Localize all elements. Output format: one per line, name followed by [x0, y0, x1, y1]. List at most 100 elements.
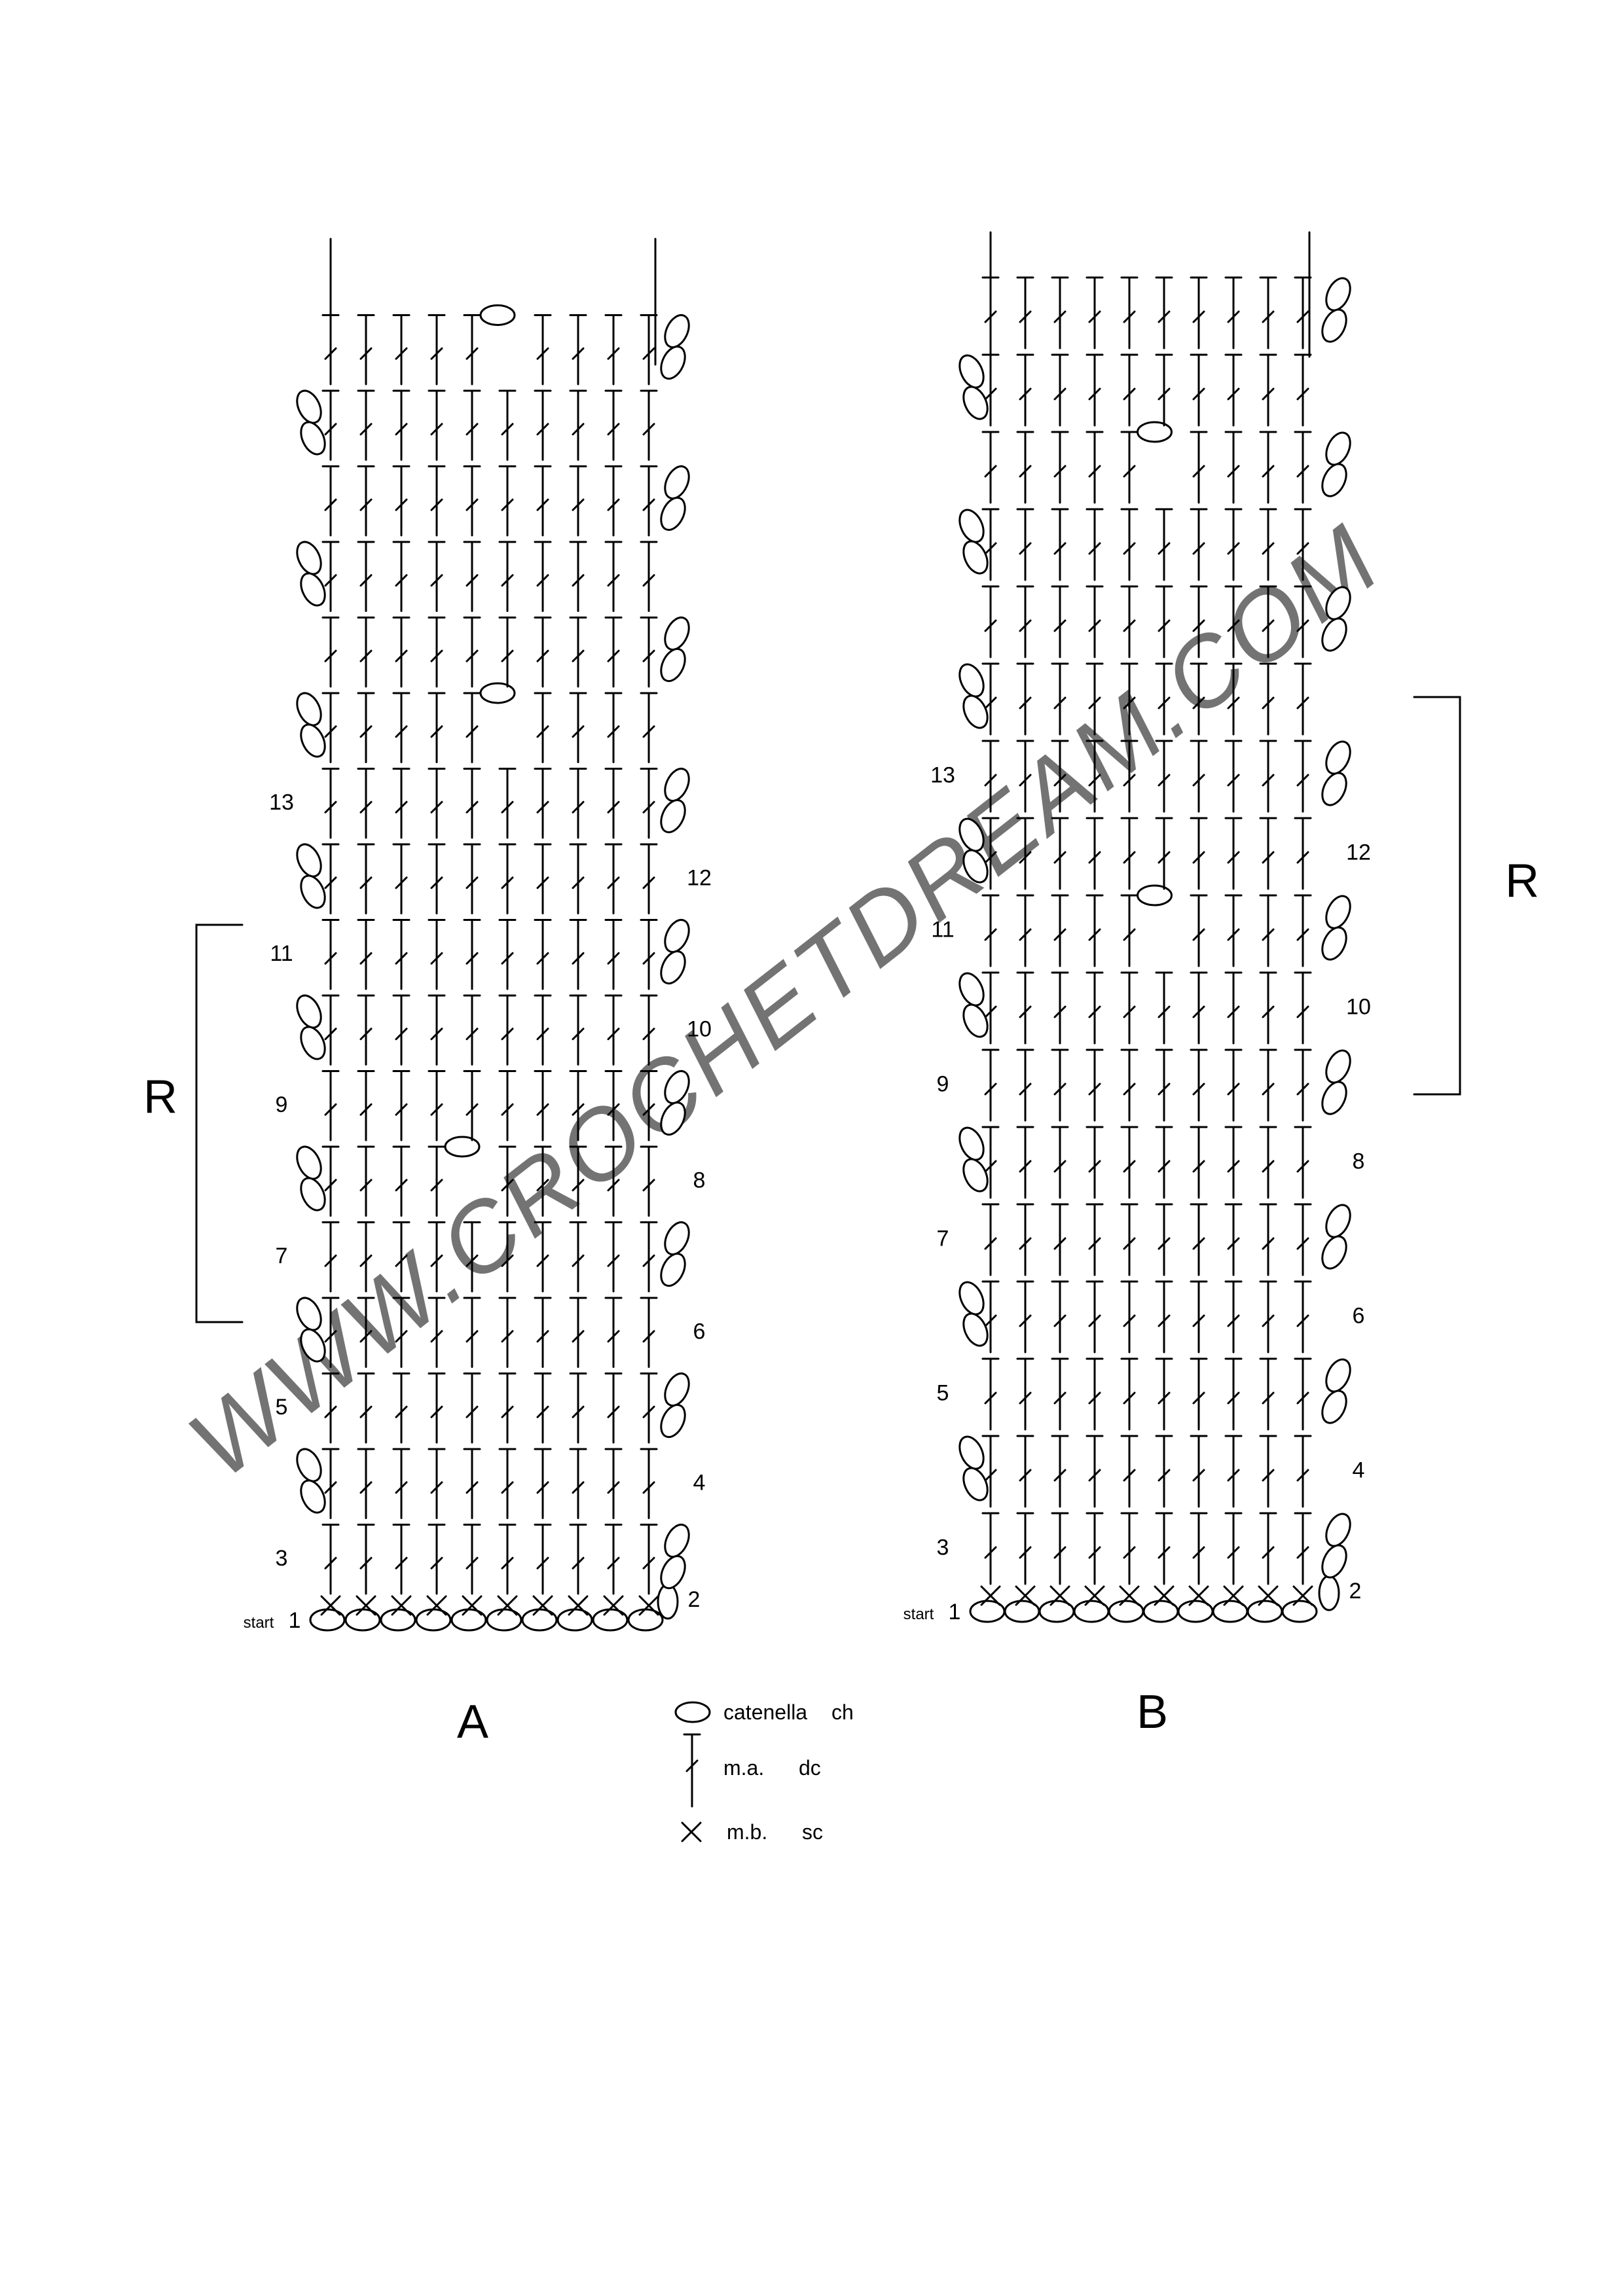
dc-stitch [430, 725, 443, 738]
sc-stitch [568, 1595, 589, 1616]
dc-stitch [1088, 1237, 1101, 1250]
dc-stitch [1088, 1469, 1101, 1482]
dc-stitch [501, 1405, 514, 1418]
sc-stitch [1223, 1585, 1244, 1606]
foundation-chain [521, 1608, 558, 1632]
foundation-chain [309, 1608, 346, 1632]
dc-stitch [501, 498, 514, 511]
row-number: 7 [937, 1227, 949, 1251]
legend-dc-it: m.a. [723, 1756, 764, 1780]
dc-stitch [1123, 1469, 1136, 1482]
dc-stitch [536, 498, 549, 511]
sc-stitch [1084, 1585, 1105, 1606]
turning-chain [1321, 926, 1347, 961]
dc-stitch [1262, 542, 1275, 555]
dc-stitch [984, 928, 997, 941]
dc-stitch [465, 725, 479, 738]
dc-stitch [1123, 1391, 1136, 1405]
turning-chain [1325, 586, 1351, 620]
dc-stitch [572, 1254, 585, 1267]
turning-chain [296, 389, 322, 424]
dc-stitch [607, 876, 620, 889]
dc-stitch [465, 574, 479, 587]
dc-stitch [642, 649, 655, 662]
dc-stitch [642, 574, 655, 587]
dc-stitch [430, 423, 443, 436]
turning-chain [1321, 1081, 1347, 1115]
dc-stitch [324, 1556, 337, 1570]
start-label: start [244, 1614, 274, 1632]
turning-chain [958, 817, 985, 852]
foundation-chain [450, 1608, 487, 1632]
dc-stitch [984, 1469, 997, 1482]
dc-stitch [1227, 310, 1240, 323]
dc-stitch [1262, 465, 1275, 478]
dc-stitch [1192, 851, 1205, 864]
dc-stitch [1088, 928, 1101, 941]
row-number: 7 [276, 1244, 288, 1268]
dc-stitch [536, 1254, 549, 1267]
dc-stitch [395, 1330, 408, 1343]
dc-stitch [1088, 851, 1101, 864]
dc-stitch [642, 1330, 655, 1343]
turning-chain [958, 1126, 985, 1161]
dc-stitch [642, 498, 655, 511]
dc-stitch [1158, 1083, 1171, 1096]
dc-stitch [1296, 1160, 1309, 1173]
sc-stitch [1049, 1585, 1070, 1606]
chain-space [1137, 884, 1173, 906]
dc-stitch [1158, 619, 1171, 632]
dc-stitch [465, 1405, 479, 1418]
dc-stitch [1262, 387, 1275, 401]
sc-stitch [426, 1595, 447, 1616]
turning-chain [958, 1281, 985, 1316]
dc-stitch [1053, 1005, 1067, 1018]
sc-stitch [320, 1595, 341, 1616]
dc-stitch [1296, 465, 1309, 478]
dc-stitch [1227, 1160, 1240, 1173]
dc-stitch [1227, 1237, 1240, 1250]
row-number: 13 [269, 790, 294, 815]
dc-stitch [1296, 1391, 1309, 1405]
dc-stitch [430, 1330, 443, 1343]
dc-stitch [1227, 851, 1240, 864]
turning-chain [296, 692, 322, 726]
dc-stitch [572, 347, 585, 360]
dc-stitch [1227, 465, 1240, 478]
row-number: 6 [693, 1319, 706, 1344]
watermark: WWW.CROCHETDREAM.COM [168, 503, 1400, 1498]
dc-stitch [1227, 1005, 1240, 1018]
dc-stitch [536, 1330, 549, 1343]
dc-stitch [1019, 696, 1032, 709]
dc-stitch [1123, 1160, 1136, 1173]
dc-stitch [324, 952, 337, 965]
dc-stitch [1123, 851, 1136, 864]
dc-stitch [501, 800, 514, 814]
dc-stitch [984, 465, 997, 478]
dc-stitch [1158, 1469, 1171, 1482]
turning-chain [664, 465, 690, 500]
dc-stitch [984, 1083, 997, 1096]
dc-stitch [1053, 851, 1067, 864]
dc-stitch [1053, 1469, 1067, 1482]
dc-stitch [324, 574, 337, 587]
repeat-bracket [195, 924, 244, 1323]
diagram-b-label: B [1137, 1686, 1168, 1738]
dc-stitch [1123, 1546, 1136, 1559]
dc-stitch [536, 1028, 549, 1041]
dc-stitch [501, 1481, 514, 1494]
turning-chain [664, 314, 690, 349]
dc-stitch [607, 1481, 620, 1494]
dc-stitch [395, 649, 408, 662]
dc-stitch [501, 1556, 514, 1570]
dc-stitch [607, 423, 620, 436]
dc-stitch [1123, 1237, 1136, 1250]
dc-stitch [1019, 1469, 1032, 1482]
legend-dc-en: dc [799, 1756, 821, 1780]
turning-chain [300, 1479, 326, 1514]
dc-stitch [359, 1028, 373, 1041]
dc-stitch [465, 1556, 479, 1570]
dc-stitch [501, 423, 514, 436]
